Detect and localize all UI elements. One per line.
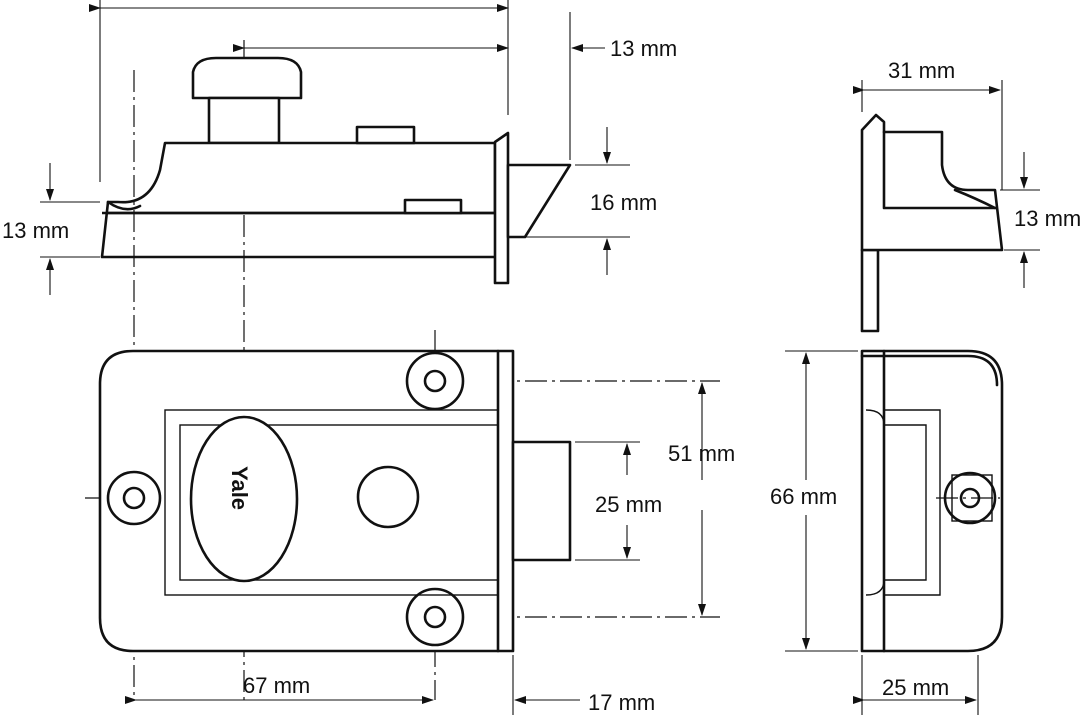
body-lip — [106, 200, 142, 211]
forend-plate — [493, 131, 510, 285]
inner-panel-inner — [179, 424, 499, 581]
top-elevation-view: 13 mm 16 mm 13 mm — [2, 0, 677, 700]
label-side-height: 13 mm — [2, 218, 69, 243]
right-body-profile — [860, 113, 1004, 252]
right-case-lip — [860, 354, 999, 387]
right-corner-top — [865, 409, 885, 426]
right-side-front-view: 66 mm 25 mm — [770, 349, 1004, 715]
inner-slider — [403, 198, 463, 215]
top-snib — [355, 125, 416, 145]
label-right-depth: 25 mm — [882, 675, 949, 700]
label-top-width: 13 mm — [610, 36, 677, 61]
right-panel-inner — [884, 424, 927, 581]
latch-bolt — [506, 163, 572, 239]
right-side-elevation: 31 mm 13 mm — [853, 58, 1081, 333]
hole-bottom — [405, 587, 465, 647]
label-body-width: 67 mm — [243, 673, 310, 698]
label-right-width: 31 mm — [888, 58, 955, 83]
label-bolt-width: 25 mm — [595, 492, 662, 517]
right-panel-outer — [884, 409, 941, 596]
right-case — [860, 349, 1004, 653]
hole-top — [405, 351, 465, 411]
label-bolt-height: 16 mm — [590, 190, 657, 215]
label-body-height: 66 mm — [770, 484, 837, 509]
label-right-height: 13 mm — [1014, 206, 1081, 231]
button-knob — [191, 56, 303, 100]
body-outline — [100, 141, 497, 258]
knob-oval — [189, 415, 299, 583]
front-view: Yale 51 mm 25 mm 67 mm 17 mm — [85, 70, 735, 715]
snib-circle — [356, 465, 420, 529]
bolt-projection — [511, 440, 572, 562]
label-hole-spacing: 51 mm — [668, 441, 735, 466]
right-curve — [953, 188, 997, 210]
right-inner-edge — [882, 130, 997, 210]
right-staple-stem — [860, 248, 880, 333]
brand-logo: Yale — [227, 466, 252, 510]
case-front — [98, 349, 515, 653]
hole-left — [106, 470, 162, 526]
button-stem — [207, 96, 281, 145]
label-bolt-throw: 17 mm — [588, 690, 655, 715]
right-corner-bottom — [865, 579, 885, 596]
